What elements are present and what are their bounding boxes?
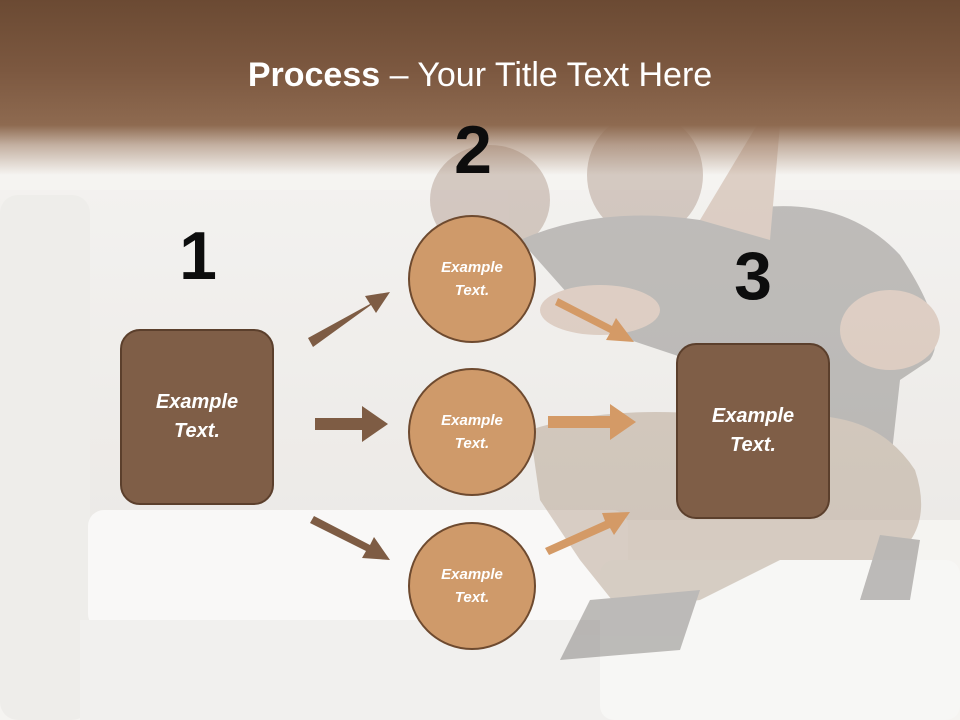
middle-circle-2: Example Text. — [408, 368, 536, 496]
title-band — [0, 0, 960, 175]
step-number-1: 1 — [179, 218, 217, 294]
slide-title: Process – Your Title Text Here — [0, 52, 960, 98]
arrow-to-circle-3 — [310, 516, 390, 560]
arrow-from-circle-3 — [545, 512, 630, 555]
arrow-to-circle-2 — [315, 406, 388, 442]
arrow-to-circle-1 — [308, 292, 390, 347]
arrow-from-circle-1 — [555, 298, 634, 342]
step-3-box: Example Text. — [676, 343, 830, 519]
middle-circle-3-text: Example Text. — [441, 566, 503, 606]
step-3-text: Example Text. — [711, 405, 795, 456]
middle-circle-1-text: Example Text. — [441, 259, 503, 299]
step-1-text: Example Text. — [155, 391, 239, 442]
title-rest: – Your Title Text Here — [380, 56, 713, 94]
arrow-from-circle-2 — [548, 404, 636, 440]
step-1-box: Example Text. — [120, 329, 274, 505]
step-number-2: 2 — [454, 112, 492, 188]
middle-circle-3: Example Text. — [408, 522, 536, 650]
middle-circle-2-text: Example Text. — [441, 412, 503, 452]
middle-circle-1: Example Text. — [408, 215, 536, 343]
title-strong: Process — [247, 56, 381, 94]
step-number-3: 3 — [734, 238, 772, 314]
